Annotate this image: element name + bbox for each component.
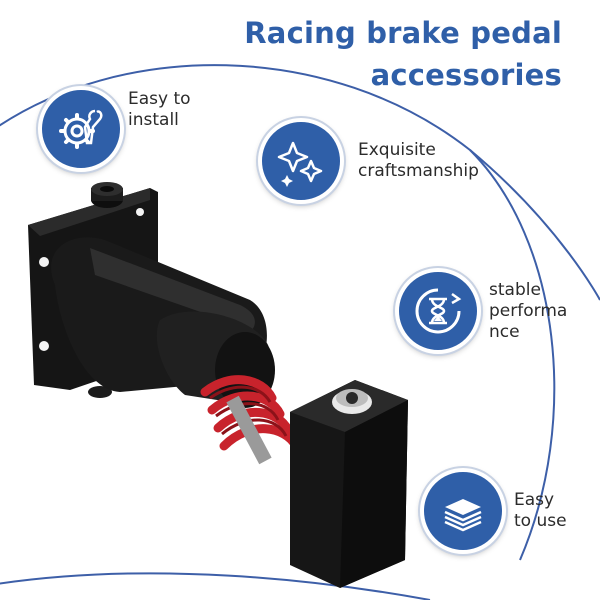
headline: Racing brake pedal accessories xyxy=(244,12,562,96)
hourglass-cycle-icon xyxy=(395,268,481,354)
feature-easy-to-use-line-2: to use xyxy=(514,511,567,531)
feature-easy-install: Easy to install xyxy=(38,56,191,172)
feature-stable-performance-line-3: nce xyxy=(489,321,520,342)
headline-line-1: Racing brake pedal xyxy=(244,16,562,50)
feature-stable-performance-line-2: performa xyxy=(489,300,568,321)
feature-stable-performance: stable performa nce xyxy=(395,268,567,354)
gear-wrench-icon xyxy=(38,86,124,172)
feature-easy-install-line-2: install xyxy=(128,110,179,130)
feature-easy-install-line-1: Easy to xyxy=(128,89,191,109)
stack-layers-icon xyxy=(420,468,506,554)
feature-craftsmanship-line-1: Exquisite xyxy=(358,140,436,160)
feature-easy-to-use: Easy to use xyxy=(420,468,567,554)
feature-stable-performance-line-1: stable xyxy=(489,279,541,300)
feature-craftsmanship: Exquisite craftsmanship xyxy=(258,118,479,204)
feature-easy-to-use-line-1: Easy xyxy=(514,490,555,510)
sparkle-icon xyxy=(258,118,344,204)
headline-line-2: accessories xyxy=(370,58,562,92)
feature-craftsmanship-line-2: craftsmanship xyxy=(358,161,479,181)
